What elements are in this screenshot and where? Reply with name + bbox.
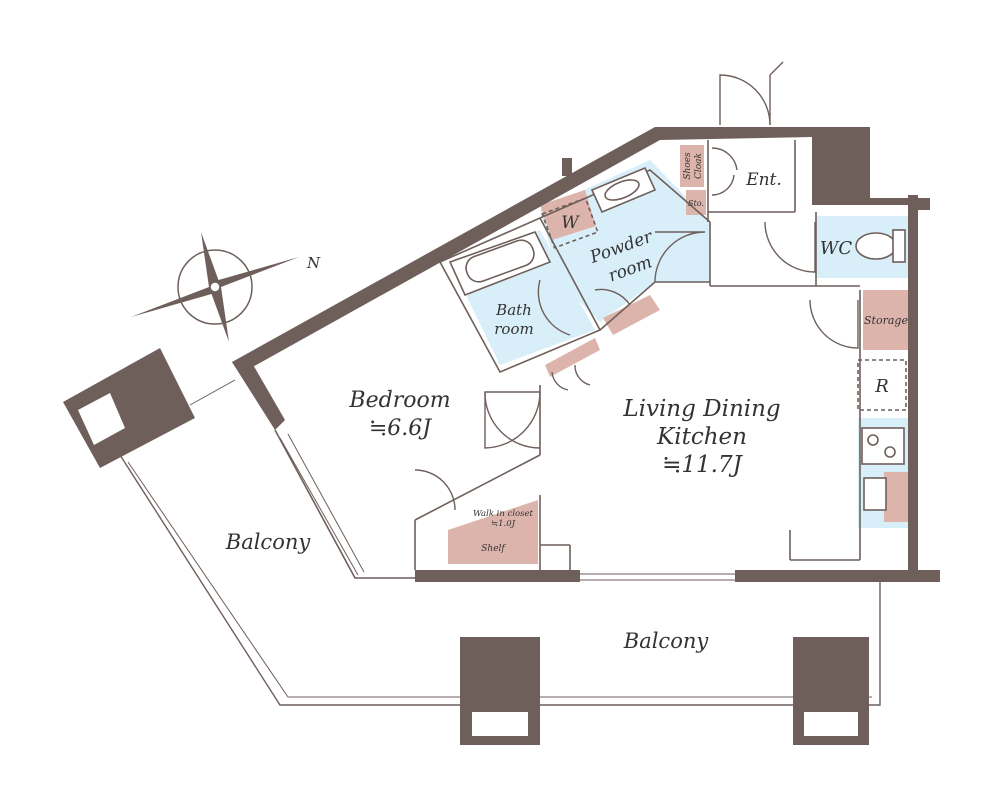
- wall-stub: [562, 158, 572, 176]
- toilet: [855, 229, 906, 263]
- shoes-cloak-label: Shoes Cloak: [683, 152, 704, 180]
- fridge-space: [857, 359, 907, 411]
- pillar-bottom-right: [793, 637, 869, 745]
- compass-rose: [131, 232, 299, 342]
- north-label: N: [306, 254, 321, 272]
- ldk-label-line1: Living Dining: [622, 396, 780, 422]
- bedroom-size: ≒6.6J: [369, 416, 432, 441]
- shelf-fill: [448, 532, 538, 564]
- washbasin: [590, 166, 657, 214]
- ldk-label-line2: Kitchen: [656, 424, 747, 450]
- balcony-left-label: Balcony: [225, 530, 312, 554]
- washer-space: [541, 197, 599, 249]
- refrigerator-label: R: [874, 376, 889, 397]
- interior-walls: [274, 429, 415, 579]
- stove: [861, 427, 905, 465]
- balcony-outline-inner: [127, 461, 872, 698]
- pillar-bottom-left: [460, 637, 540, 745]
- window-bedroom: [279, 437, 359, 576]
- shoes-cloak-fill: [680, 145, 704, 187]
- wall-south-left: [415, 570, 580, 582]
- pillar-left: [63, 348, 195, 468]
- ldk-size: ≒11.7J: [662, 452, 743, 478]
- balcony-outline: [119, 454, 881, 706]
- closet-label-line1: Walk in closet: [473, 509, 534, 519]
- wall-west: [232, 356, 285, 430]
- sink: [863, 477, 887, 511]
- storage-label: Storage: [864, 314, 908, 327]
- bath-label-line2: room: [494, 320, 533, 338]
- washer-fill: [540, 190, 596, 240]
- wall-east: [908, 195, 918, 580]
- sto-label: Sto.: [688, 199, 704, 208]
- svg-text:Cloak: Cloak: [694, 153, 704, 179]
- linen-shelf-fill: [545, 338, 600, 377]
- storage-fill: [863, 290, 909, 350]
- svg-text:Shoes: Shoes: [683, 152, 693, 180]
- wc-label: WC: [820, 238, 853, 259]
- doors: [414, 61, 859, 511]
- entrance-label: Ent.: [745, 170, 782, 190]
- counter-fill: [884, 472, 908, 522]
- bathtub: [448, 231, 552, 297]
- balcony-bottom-label: Balcony: [623, 629, 710, 653]
- closet-fill: [448, 500, 538, 532]
- sto-fill: [686, 190, 706, 215]
- bedroom-label: Bedroom: [348, 388, 450, 413]
- entrance-pillar: [812, 127, 930, 210]
- wall-south-right: [735, 570, 940, 582]
- bath-label-line1: Bath: [495, 301, 532, 319]
- balcony-rail: [189, 379, 236, 406]
- washer-label: W: [561, 213, 580, 233]
- closet-label-line2: ≒1.0J: [491, 519, 516, 529]
- vanity-fill: [603, 295, 660, 335]
- shelf-label: Shelf: [481, 544, 506, 554]
